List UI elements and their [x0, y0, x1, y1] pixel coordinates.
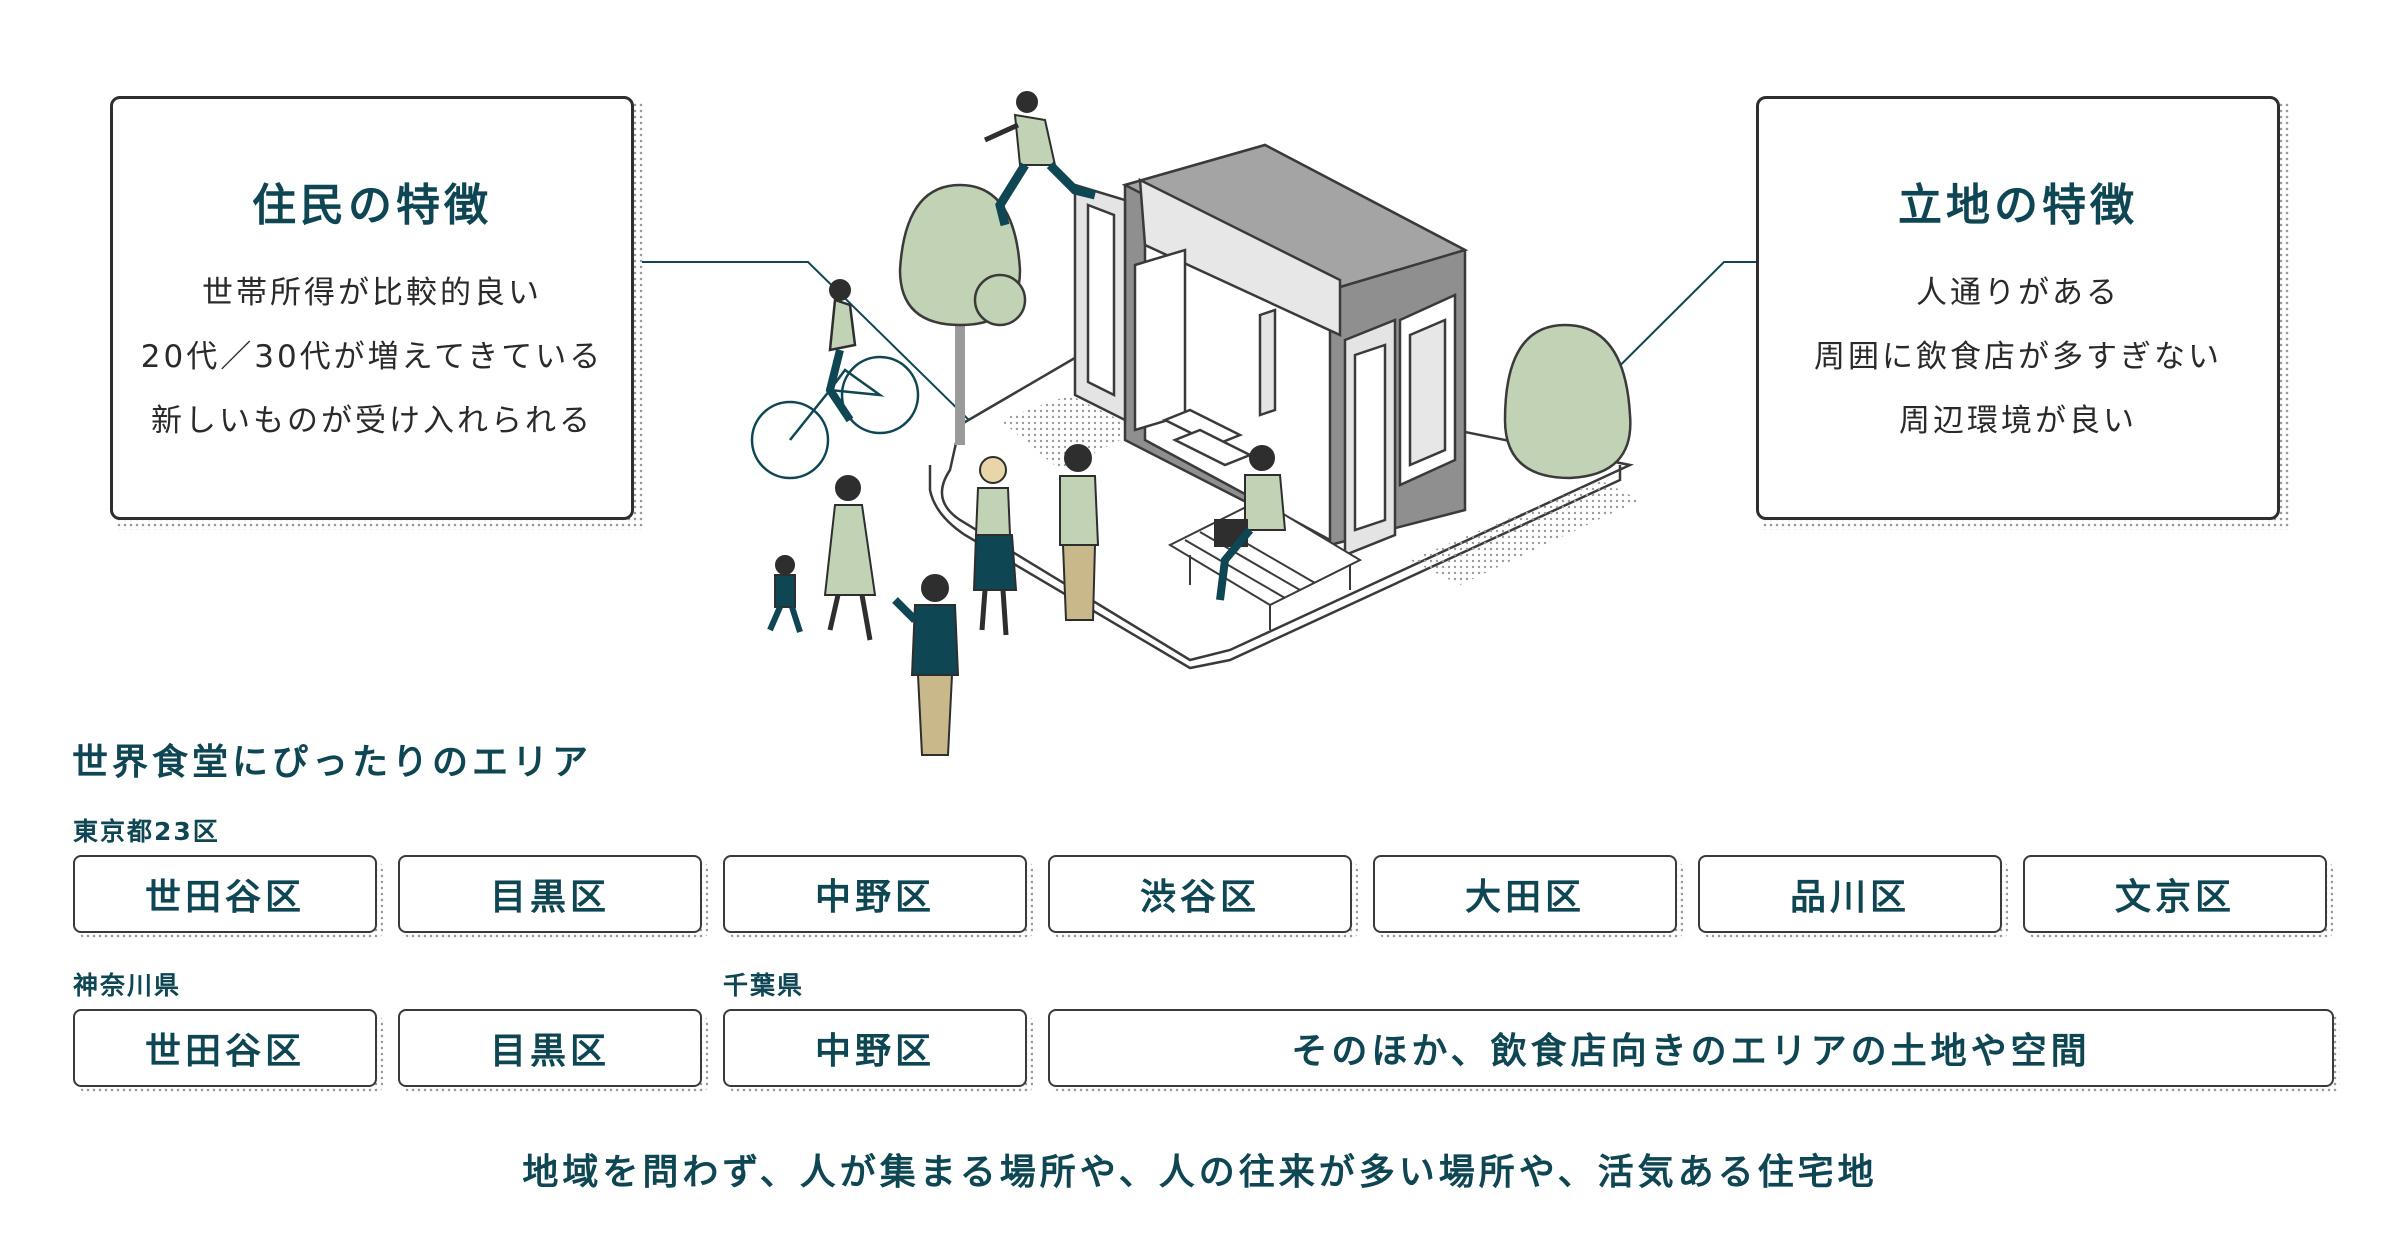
area-chip-bunkyo[interactable]: 文京区	[2023, 855, 2333, 939]
chip-label: 世田谷区	[73, 855, 377, 933]
residents-box: 住民の特徴 世帯所得が比較的良い 20代／30代が増えてきている 新しいものが受…	[110, 96, 634, 520]
group-label-chiba: 千葉県	[723, 971, 805, 1000]
residents-list: 世帯所得が比較的良い 20代／30代が増えてきている 新しいものが受け入れられる	[113, 261, 631, 453]
residents-item: 新しいものが受け入れられる	[151, 403, 593, 439]
person-bearded-man	[1059, 444, 1100, 621]
person-laptop-sitting	[1214, 445, 1287, 601]
group-label-kanagawa: 神奈川県	[73, 971, 182, 1000]
person-jumping	[983, 91, 1097, 227]
location-title: 立地の特徴	[1898, 180, 2138, 231]
area-chip-meguro[interactable]: 目黒区	[398, 855, 708, 939]
chip-label: 中野区	[723, 1009, 1027, 1087]
person-man-pointing	[892, 574, 960, 756]
area-chip-kanagawa-setagaya[interactable]: 世田谷区	[73, 1009, 383, 1093]
area-chip-other[interactable]: そのほか、飲食店向きのエリアの土地や空間	[1048, 1009, 2340, 1093]
location-item: 周辺環境が良い	[1899, 403, 2137, 439]
tree-left	[898, 183, 1027, 445]
chip-label: 中野区	[723, 855, 1027, 933]
chip-label: 文京区	[2023, 855, 2327, 933]
person-child	[767, 555, 803, 633]
group-label-tokyo: 東京都23区	[73, 817, 220, 846]
area-chip-nakano[interactable]: 中野区	[723, 855, 1033, 939]
area-chip-chiba-nakano[interactable]: 中野区	[723, 1009, 1033, 1093]
chip-label: 世田谷区	[73, 1009, 377, 1087]
tree-right	[1503, 323, 1632, 480]
residents-item: 20代／30代が増えてきている	[140, 339, 604, 375]
person-blonde-woman	[972, 456, 1018, 636]
area-chip-ota[interactable]: 大田区	[1373, 855, 1683, 939]
chip-label: 目黒区	[398, 855, 702, 933]
chip-label: そのほか、飲食店向きのエリアの土地や空間	[1048, 1009, 2334, 1087]
chip-label: 渋谷区	[1048, 855, 1352, 933]
chip-label: 大田区	[1373, 855, 1677, 933]
area-chip-kanagawa-meguro[interactable]: 目黒区	[398, 1009, 708, 1093]
residents-item: 世帯所得が比較的良い	[202, 275, 542, 311]
area-chip-shinagawa[interactable]: 品川区	[1698, 855, 2008, 939]
location-item: 人通りがある	[1916, 275, 2120, 311]
area-chip-setagaya[interactable]: 世田谷区	[73, 855, 383, 939]
chip-label: 品川区	[1698, 855, 2002, 933]
location-box: 立地の特徴 人通りがある 周囲に飲食店が多すぎない 周辺環境が良い	[1756, 96, 2280, 520]
footer-tagline: 地域を問わず、人が集まる場所や、人の往来が多い場所や、活気ある住宅地	[522, 1152, 1878, 1193]
person-cyclist	[750, 279, 920, 480]
residents-title: 住民の特徴	[252, 180, 492, 231]
chip-label: 目黒区	[398, 1009, 702, 1087]
location-item: 周囲に飲食店が多すぎない	[1814, 339, 2222, 375]
area-heading: 世界食堂にぴったりのエリア	[72, 742, 593, 783]
location-list: 人通りがある 周囲に飲食店が多すぎない 周辺環境が良い	[1759, 261, 2277, 453]
person-woman-dress	[823, 475, 877, 641]
area-chip-shibuya[interactable]: 渋谷区	[1048, 855, 1358, 939]
building-kiosk	[1073, 143, 1469, 557]
